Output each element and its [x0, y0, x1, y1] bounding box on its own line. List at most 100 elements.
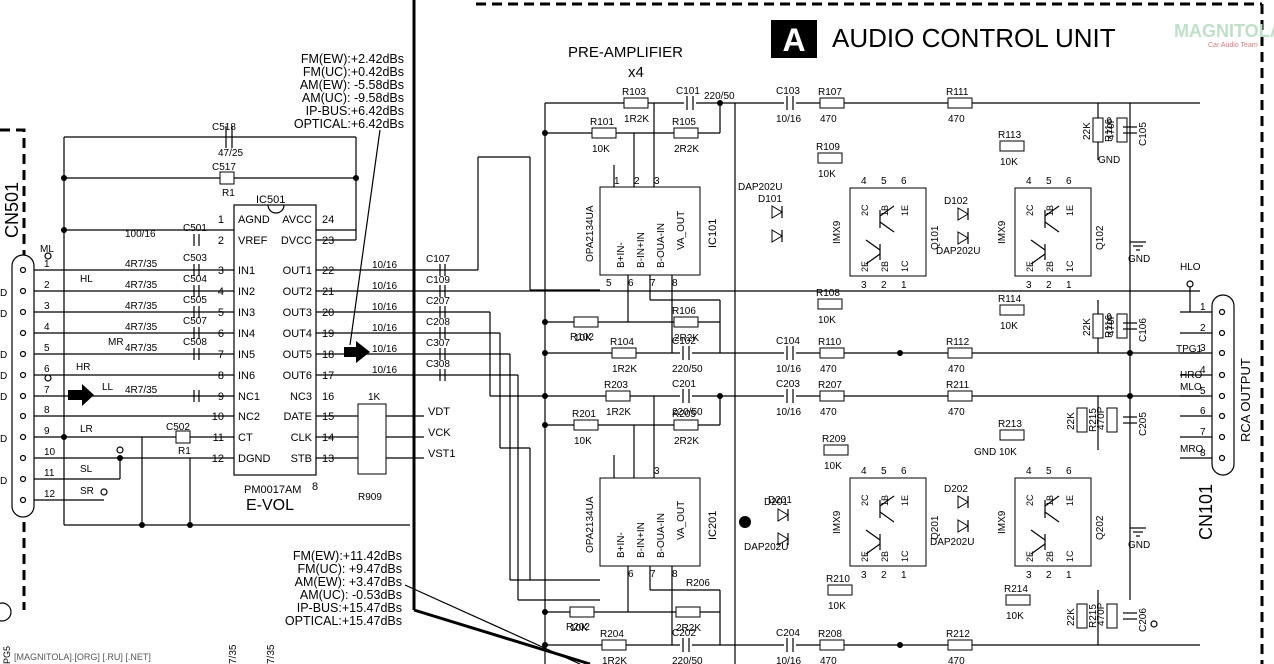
ic501-pin-name: STB	[291, 453, 312, 465]
junction	[353, 175, 359, 181]
transistor-pin-name: 1C	[1065, 260, 1075, 272]
ic501-pin-number: 7	[218, 349, 224, 361]
ic101-pin-label: B-IN+IN	[636, 232, 647, 268]
resistor	[673, 127, 699, 139]
capacitor-value: 10/16	[776, 656, 801, 664]
cn501-mark: D	[0, 309, 7, 320]
resistor-ref: R215	[1088, 408, 1099, 432]
capacitor-ref: C101	[676, 86, 700, 97]
transistor-part: IMX9	[832, 510, 843, 534]
cn101-pin-number: 4	[1200, 365, 1206, 376]
transistor-pin: 5	[881, 466, 887, 477]
resistor-ref: R110	[818, 337, 842, 348]
ic501-pin-name: DVCC	[281, 235, 312, 247]
level-bottom: AM(UC): -0.53dBs	[300, 588, 402, 602]
transistor-ref: Q102	[1095, 225, 1106, 250]
transistor-pin-name: 1E	[1065, 205, 1075, 216]
cn501-pin-marker	[19, 475, 27, 483]
resistor	[573, 419, 599, 431]
ic501-pin-number: 21	[322, 286, 334, 298]
diode-ref: D202	[944, 484, 968, 495]
diode-ref: D201	[768, 495, 792, 506]
transistor-pin: 3	[1026, 280, 1032, 291]
transistor-pin-name: 1C	[900, 260, 910, 272]
junction	[542, 609, 548, 615]
ic501-pin-number: 17	[322, 370, 334, 382]
resistor-value: 22K	[1082, 122, 1093, 140]
resistor-value: 10K	[1000, 157, 1018, 168]
ic101-pin: 7	[650, 278, 656, 289]
unit-title: AUDIO CONTROL UNIT	[832, 23, 1116, 53]
transistor-pin: 5	[1046, 466, 1052, 477]
resistor-value: 10K	[574, 436, 592, 447]
gnd-label: GND	[1128, 540, 1150, 551]
resistor	[1116, 313, 1128, 339]
transistor-pin: 2	[881, 570, 887, 581]
junction	[542, 319, 548, 325]
transistor-pin: 6	[1066, 176, 1072, 187]
pg-label: PG5	[2, 646, 12, 664]
resistor	[1106, 603, 1118, 629]
ic501-pin-number: 2	[218, 235, 224, 247]
resistor-ref: R207	[818, 380, 842, 391]
diode-value: DAP202U	[744, 542, 788, 553]
ground-symbol	[0, 602, 12, 622]
input-cap-value: 4R7/35	[125, 322, 158, 333]
resistor-value: 1R2K	[602, 656, 627, 664]
signal-mro: MRO	[1180, 444, 1204, 455]
ic101-pin: 8	[672, 278, 678, 289]
transistor-pin: 6	[901, 176, 907, 187]
signal-hl: HL	[80, 274, 93, 285]
cn501-mark: D	[0, 350, 7, 361]
capacitor-value: 220/50	[672, 407, 703, 418]
capacitor-ref: C205	[1138, 412, 1149, 436]
resistor	[623, 97, 649, 109]
cn101-label: CN101	[1196, 484, 1216, 540]
ic501-pin-number: 23	[322, 235, 334, 247]
capacitor-gap	[784, 637, 796, 653]
cn501-pin-number: 5	[44, 343, 50, 354]
diode-ref: D201	[764, 497, 788, 508]
transistor-emitter	[865, 543, 881, 555]
diodes: D101DAP202UD102DAP202UD201DAP202UD201D20…	[738, 182, 980, 553]
capacitor-ref: C105	[1138, 122, 1149, 146]
ic501-pin-number: 10	[212, 411, 224, 423]
level-top: IP-BUS:+6.42dBs	[306, 104, 404, 118]
signal-arrow-left	[68, 384, 94, 406]
transistor-ref: Q101	[930, 225, 941, 250]
resistor	[573, 316, 599, 328]
cn501-pin-marker	[19, 329, 27, 337]
ic101-pin: 5	[606, 278, 612, 289]
transistor-pin: 1	[1066, 280, 1072, 291]
resistor-ref: R201	[572, 409, 596, 420]
input-cap-value: 4R7/35	[125, 259, 158, 270]
junction	[61, 434, 67, 440]
resistor-ref: R116	[1104, 118, 1115, 142]
resistor-ref: R205	[672, 409, 696, 420]
transistor-collector	[865, 529, 881, 541]
transistor-pin: 4	[861, 176, 867, 187]
cn501-pin-number: 7	[44, 385, 50, 396]
signal-hr: HR	[76, 362, 90, 373]
cn501-pin-marker	[19, 496, 27, 504]
transistor-pin: 6	[1066, 466, 1072, 477]
transistor-package	[849, 187, 927, 277]
resistor-ref: R210	[826, 574, 850, 585]
resistor-value: 470P	[1106, 312, 1117, 336]
ic201-ref: IC201	[707, 511, 719, 540]
r909-value: 1K	[368, 392, 381, 403]
cn501-pin-number: 8	[44, 405, 50, 416]
resistor-value: 470P	[1106, 116, 1117, 140]
resistor-ref: R208	[818, 629, 842, 640]
transistor-pin-name: 2E	[1025, 551, 1035, 562]
ic501-pin-number: 20	[322, 307, 334, 319]
cn501-pin-number: 12	[44, 489, 56, 500]
ic201-pin-label: VA_OUT	[676, 501, 687, 540]
resistor-value: 2R2K	[674, 144, 699, 155]
transistor-pin: 1	[901, 570, 907, 581]
ic501-pin-name: IN3	[238, 307, 255, 319]
signal-sl: SL	[80, 464, 93, 475]
cn501-pin-number: 2	[44, 280, 50, 291]
